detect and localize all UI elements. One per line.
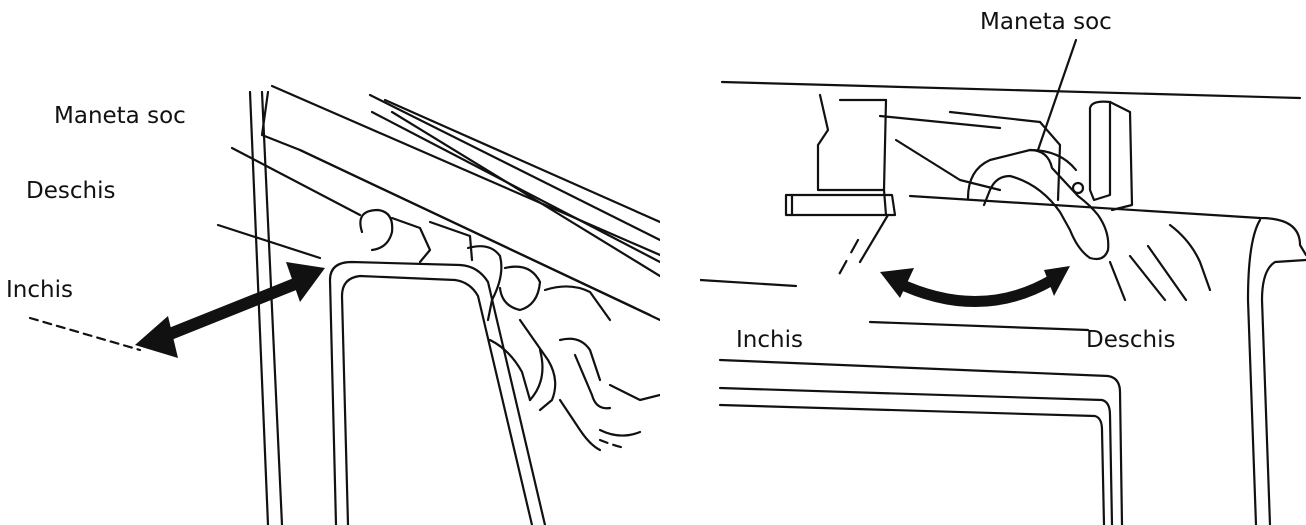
console-edge bbox=[720, 80, 1302, 100]
label-closed: Inchis bbox=[6, 277, 73, 303]
base-plate bbox=[784, 193, 897, 217]
cabinet-edge bbox=[248, 90, 270, 525]
rotation-arrow-head-open bbox=[1044, 266, 1070, 296]
right-block bbox=[1088, 100, 1112, 202]
label-handle: Maneta soc bbox=[980, 9, 1112, 35]
arrow-head-open bbox=[286, 262, 325, 302]
label-handle: Maneta soc bbox=[54, 103, 186, 129]
rotation-arrow-shaft bbox=[893, 275, 1055, 307]
label-open: Deschis bbox=[1086, 327, 1176, 353]
label-closed: Inchis bbox=[736, 327, 803, 353]
handle-ring bbox=[359, 208, 394, 252]
left-block bbox=[816, 93, 888, 192]
label-open: Deschis bbox=[26, 178, 116, 204]
right-drawing bbox=[700, 38, 1306, 525]
right-illustration: Maneta soc Inchis Deschis bbox=[700, 0, 1306, 525]
rotation-arrow-head-closed bbox=[880, 268, 914, 298]
arrow-head-closed bbox=[135, 316, 178, 358]
left-drawing bbox=[28, 84, 660, 525]
double-arrow-shaft bbox=[152, 276, 303, 346]
left-illustration: Maneta soc Deschis Inchis bbox=[6, 84, 660, 525]
door-seal bbox=[328, 260, 547, 525]
